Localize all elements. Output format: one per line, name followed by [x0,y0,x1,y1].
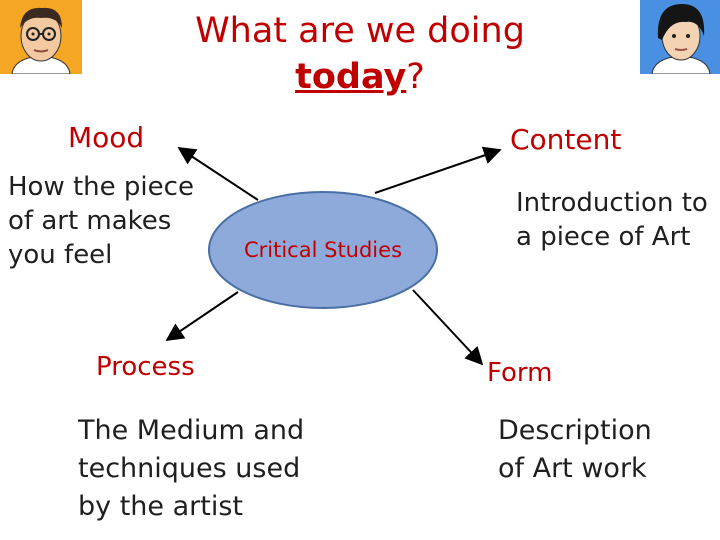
mood-description-line: you feel [8,240,113,270]
process-description-line: by the artist [78,491,243,522]
process-description-line: techniques used [78,453,301,484]
center-label: Critical Studies [243,238,403,262]
mood-description: How the piece of art makes you feel [8,170,194,272]
form-description-line: Description [498,415,652,446]
process-description-line: The Medium and [78,415,305,446]
title-line-1: What are we doing [195,11,525,51]
title-emphasis-today: today [295,57,407,97]
arrow-to-mood [177,147,259,201]
title-line-2: today? [150,54,570,100]
man-with-fringe-icon [640,0,720,75]
arrow-to-content [374,146,502,194]
form-label: Form [487,358,553,388]
slide-title: What are we doing today? [150,8,570,100]
avatar-left [0,0,82,75]
arrow-to-form [412,289,484,366]
form-description: Description of Art work [498,412,652,488]
man-with-glasses-icon [0,0,82,75]
arrow-to-process [165,291,239,342]
avatar-right [640,0,720,75]
mood-description-line: How the piece [8,172,194,202]
center-ellipse [208,191,438,309]
form-description-line: of Art work [498,453,647,484]
process-label: Process [96,352,195,382]
content-description: Introduction to a piece of Art [516,186,708,254]
process-description: The Medium and techniques used by the ar… [78,412,304,526]
mood-description-line: of art makes [8,206,172,236]
title-question-mark: ? [406,57,425,97]
content-label: Content [510,123,622,156]
mood-label: Mood [68,121,145,154]
content-description-line: Introduction to [516,188,708,218]
content-description-line: a piece of Art [516,222,691,252]
